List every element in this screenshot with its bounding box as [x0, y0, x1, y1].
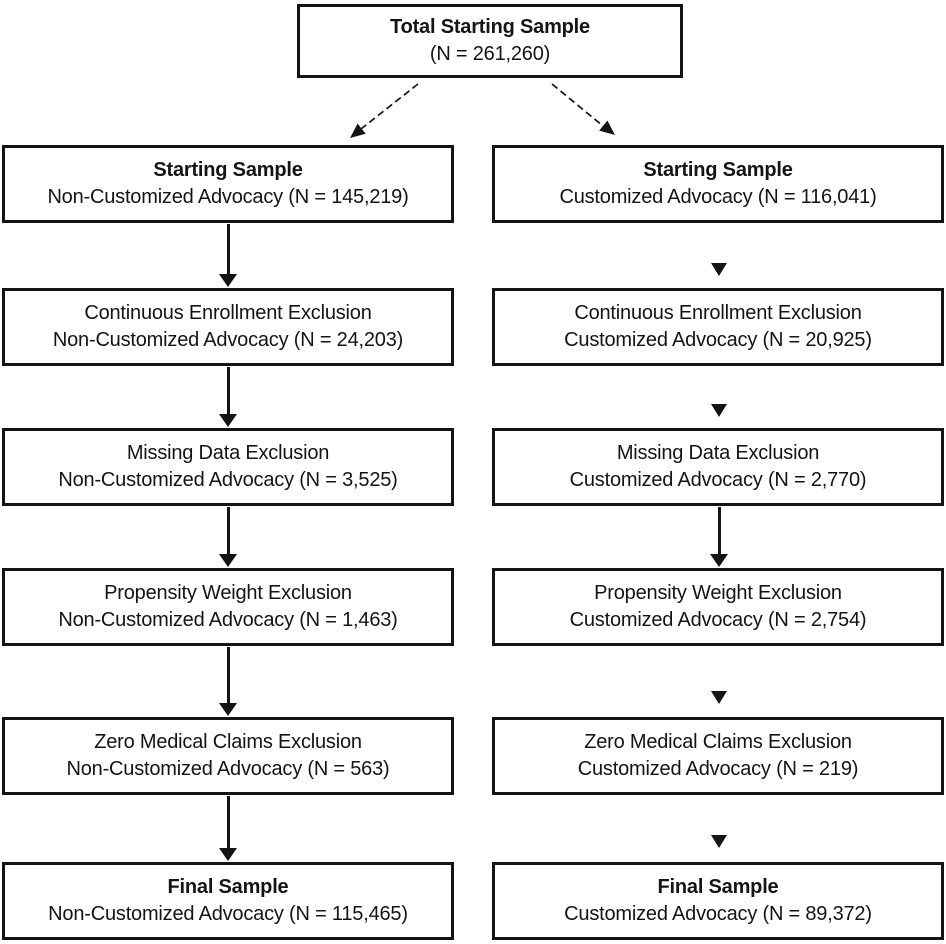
- arrow-stem: [226, 796, 230, 849]
- box-title: Propensity Weight Exclusion: [594, 582, 842, 604]
- box-customized-zero-medical-claims-exclusion: Zero Medical Claims Exclusion Customized…: [492, 717, 944, 795]
- down-arrow-icon: [219, 224, 237, 287]
- down-arrowhead-icon: [711, 835, 727, 848]
- arrow-head: [219, 848, 237, 861]
- box-subtitle: Customized Advocacy (N = 219): [577, 758, 859, 780]
- box-subtitle: Non-Customized Advocacy (N = 24,203): [52, 329, 404, 351]
- box-total-starting-sample: Total Starting Sample (N = 261,260): [297, 4, 683, 78]
- box-customized-continuous-enrollment-exclusion: Continuous Enrollment Exclusion Customiz…: [492, 288, 944, 366]
- down-arrowhead-icon: [711, 691, 727, 704]
- box-customized-propensity-weight-exclusion: Propensity Weight Exclusion Customized A…: [492, 568, 944, 646]
- box-subtitle: (N = 261,260): [429, 43, 551, 65]
- box-title: Total Starting Sample: [390, 16, 590, 38]
- box-title: Final Sample: [657, 876, 779, 898]
- box-noncustomized-starting-sample: Starting Sample Non-Customized Advocacy …: [2, 145, 454, 223]
- box-subtitle: Non-Customized Advocacy (N = 115,465): [48, 903, 408, 925]
- box-subtitle: Customized Advocacy (N = 116,041): [559, 186, 877, 208]
- down-arrow-icon: [219, 507, 237, 567]
- box-subtitle: Non-Customized Advocacy (N = 3,525): [58, 469, 398, 491]
- arrow-stem: [226, 507, 230, 555]
- arrow-head: [710, 554, 728, 567]
- arrow-stem: [226, 647, 230, 704]
- down-arrowhead-icon: [711, 404, 727, 417]
- box-noncustomized-propensity-weight-exclusion: Propensity Weight Exclusion Non-Customiz…: [2, 568, 454, 646]
- box-title: Starting Sample: [153, 159, 303, 181]
- box-customized-final-sample: Final Sample Customized Advocacy (N = 89…: [492, 862, 944, 940]
- down-arrow-icon: [219, 367, 237, 427]
- box-customized-starting-sample: Starting Sample Customized Advocacy (N =…: [492, 145, 944, 223]
- box-subtitle: Customized Advocacy (N = 20,925): [564, 329, 872, 351]
- arrow-stem: [226, 367, 230, 415]
- box-customized-missing-data-exclusion: Missing Data Exclusion Customized Advoca…: [492, 428, 944, 506]
- box-subtitle: Non-Customized Advocacy (N = 1,463): [58, 609, 398, 631]
- box-title: Starting Sample: [643, 159, 793, 181]
- down-arrow-icon: [219, 796, 237, 861]
- arrow-head: [219, 703, 237, 716]
- box-subtitle: Non-Customized Advocacy (N = 145,219): [47, 186, 409, 208]
- box-title: Continuous Enrollment Exclusion: [84, 302, 372, 324]
- arrow-head: [219, 554, 237, 567]
- box-noncustomized-zero-medical-claims-exclusion: Zero Medical Claims Exclusion Non-Custom…: [2, 717, 454, 795]
- box-subtitle: Customized Advocacy (N = 2,754): [569, 609, 867, 631]
- box-title: Final Sample: [167, 876, 289, 898]
- box-title: Continuous Enrollment Exclusion: [574, 302, 862, 324]
- box-title: Propensity Weight Exclusion: [104, 582, 352, 604]
- arrow-head: [219, 414, 237, 427]
- box-title: Missing Data Exclusion: [126, 442, 330, 464]
- box-subtitle: Customized Advocacy (N = 89,372): [564, 903, 872, 925]
- box-title: Zero Medical Claims Exclusion: [584, 731, 852, 753]
- box-noncustomized-continuous-enrollment-exclusion: Continuous Enrollment Exclusion Non-Cust…: [2, 288, 454, 366]
- box-noncustomized-final-sample: Final Sample Non-Customized Advocacy (N …: [2, 862, 454, 940]
- box-title: Missing Data Exclusion: [616, 442, 820, 464]
- box-title: Zero Medical Claims Exclusion: [94, 731, 362, 753]
- arrow-stem: [226, 224, 230, 275]
- arrow-head: [219, 274, 237, 287]
- down-arrow-icon: [219, 647, 237, 716]
- down-arrowhead-icon: [711, 263, 727, 276]
- box-noncustomized-missing-data-exclusion: Missing Data Exclusion Non-Customized Ad…: [2, 428, 454, 506]
- branch-arrow-left: [350, 83, 419, 138]
- arrow-stem: [717, 507, 721, 555]
- down-arrow-icon: [710, 507, 728, 567]
- branch-arrow-right: [551, 83, 615, 135]
- box-subtitle: Non-Customized Advocacy (N = 563): [66, 758, 390, 780]
- box-subtitle: Customized Advocacy (N = 2,770): [569, 469, 867, 491]
